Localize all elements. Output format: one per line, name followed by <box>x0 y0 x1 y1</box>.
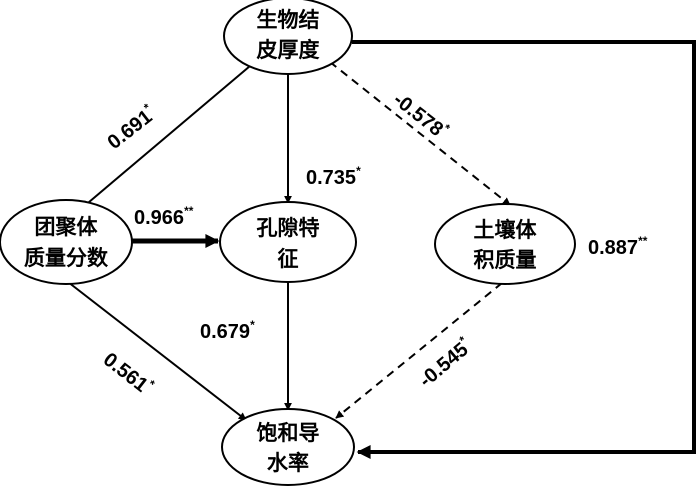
coef-significance: * <box>250 318 255 332</box>
label-bulk-saturated: -0.545* <box>413 333 476 392</box>
coef-value: 0.887 <box>588 237 638 259</box>
coef-value: 0.561 <box>99 349 152 397</box>
node-pore-line1: 孔隙特 <box>257 216 320 240</box>
node-aggregate-line2: 质量分数 <box>24 246 109 270</box>
coef-significance: * <box>356 164 361 178</box>
coef-significance: ** <box>638 234 648 248</box>
node-saturated-line1: 饱和导 <box>257 421 320 445</box>
label-aggregate-saturated: 0.561* <box>99 346 158 400</box>
node-aggregate-mass-fraction: 团聚体 质量分数 <box>0 199 133 285</box>
svg-text:0.966**: 0.966** <box>134 204 194 229</box>
coef-value: 0.966 <box>134 207 184 229</box>
node-bulk-line1: 土壤体 <box>474 218 538 242</box>
node-soil-bulk-density: 土壤体 积质量 <box>434 203 576 285</box>
label-biocrust-aggregate: 0.691* <box>102 100 161 154</box>
node-bulk-line2: 积质量 <box>474 248 537 272</box>
node-saturated-conductivity: 饱和导 水率 <box>221 408 355 486</box>
label-pore-saturated: 0.679* <box>200 318 255 343</box>
coef-significance: ** <box>184 204 194 218</box>
node-biocrust-line2: 皮厚度 <box>257 38 320 62</box>
coef-value: 0.735 <box>306 167 356 189</box>
label-biocrust-pore: 0.735* <box>306 164 361 189</box>
arrow-biocrust-to-saturated <box>352 40 696 459</box>
svg-text:0.691*: 0.691* <box>102 100 161 154</box>
node-saturated-line2: 水率 <box>267 451 309 475</box>
arrow-biocrust-to-bulk <box>329 61 511 206</box>
svg-text:0.561*: 0.561* <box>99 346 158 400</box>
coef-value: 0.679 <box>200 321 250 343</box>
label-aggregate-pore: 0.966** <box>134 204 194 229</box>
node-biocrust-line1: 生物结 <box>257 8 320 32</box>
svg-text:0.735*: 0.735* <box>306 164 361 189</box>
arrow-aggregate-to-saturated <box>67 281 247 421</box>
arrow-bulk-to-saturated <box>335 282 503 419</box>
svg-text:0.887**: 0.887** <box>588 234 648 259</box>
node-pore-line2: 征 <box>278 247 299 271</box>
arrow-biocrust-to-aggregate <box>81 65 251 209</box>
svg-text:-0.545*: -0.545* <box>413 333 476 392</box>
node-pore-characteristics: 孔隙特 征 <box>219 201 357 283</box>
svg-text:0.679*: 0.679* <box>200 318 255 343</box>
node-biocrust-thickness: 生物结 皮厚度 <box>223 0 353 75</box>
label-biocrust-saturated: 0.887** <box>588 234 648 259</box>
node-aggregate-line1: 团聚体 <box>35 215 99 239</box>
